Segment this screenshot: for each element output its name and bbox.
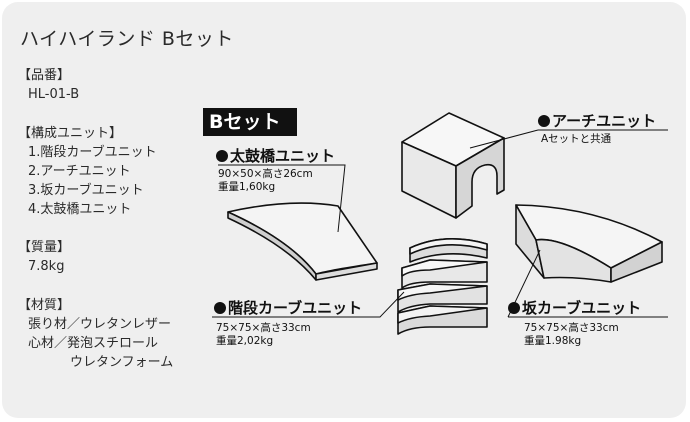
unit-item: 4.太鼓橋ユニット — [28, 202, 132, 217]
page-title: ハイハイランド Bセット — [20, 28, 234, 50]
material-section: 【材質】 張り材／ウレタンレザー 心材／発泡スチロール ウレタンフォーム — [18, 296, 173, 372]
bullet-icon — [538, 115, 550, 127]
weight-value: 7.8kg — [28, 259, 65, 274]
weight-section: 【質量】 7.8kg — [18, 238, 70, 276]
taikobashi-dims: 90×50×高さ26cm — [218, 168, 313, 180]
material-line: ウレタンフォーム — [70, 355, 174, 370]
material-line: 心材／発泡スチロール — [28, 336, 159, 351]
unit-item: 2.アーチユニット — [28, 164, 131, 179]
units-section: 【構成ユニット】 1.階段カーブユニット 2.アーチユニット 3.坂カーブユニッ… — [18, 124, 157, 219]
saka-label: 坂カーブユニット — [508, 297, 641, 318]
kaidan-drawing — [397, 238, 488, 335]
bullet-icon — [216, 150, 228, 162]
unit-item: 3.坂カーブユニット — [28, 183, 144, 198]
saka-dims: 75×75×高さ33cm — [524, 322, 619, 334]
bullet-icon — [508, 302, 520, 314]
product-no-heading: 【品番】 — [18, 68, 71, 83]
material-heading: 【材質】 — [18, 298, 71, 313]
units-heading: 【構成ユニット】 — [18, 126, 123, 141]
callout-line-kaidan — [212, 291, 405, 318]
taikobashi-mass: 重量1,60kg — [218, 181, 276, 193]
taikobashi-drawing — [227, 202, 378, 281]
kaidan-label: 階段カーブユニット — [214, 297, 362, 318]
product-no-section: 【品番】 HL-01-B — [18, 66, 79, 104]
saka-drawing — [515, 204, 663, 283]
unit-item: 1.階段カーブユニット — [28, 145, 157, 160]
material-line: 張り材／ウレタンレザー — [28, 317, 172, 332]
kaidan-dims: 75×75×高さ33cm — [216, 322, 311, 334]
product-no-value: HL-01-B — [28, 87, 80, 102]
callout-line-arch — [469, 129, 668, 149]
callout-line-taikobashi — [218, 164, 346, 233]
arch-drawing — [401, 112, 505, 219]
kaidan-mass: 重量2,02kg — [216, 335, 274, 347]
bullet-icon — [214, 302, 226, 314]
weight-heading: 【質量】 — [18, 240, 71, 255]
arch-note: Aセットと共通 — [541, 133, 612, 145]
arch-label: アーチユニット — [538, 110, 656, 131]
saka-mass: 重量1.98kg — [524, 335, 582, 347]
set-badge: Bセット — [203, 108, 297, 136]
taikobashi-label: 太鼓橋ユニット — [216, 145, 335, 166]
